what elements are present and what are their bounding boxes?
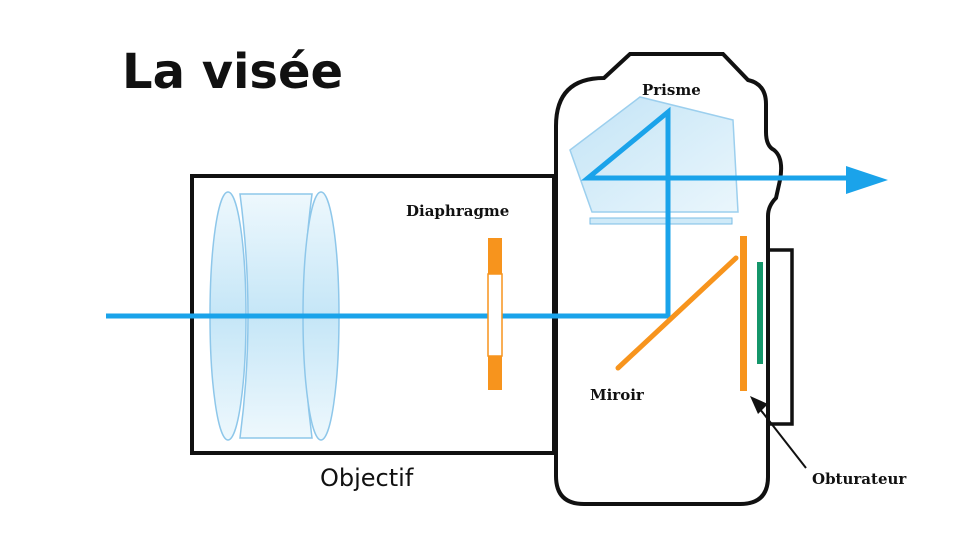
pentaprism [569, 96, 739, 213]
shutter-pointer-arrowhead [750, 396, 768, 414]
focusing-screen [589, 217, 733, 225]
shutter-curtain [740, 236, 747, 391]
film-plane [757, 262, 763, 364]
shutter-pointer-line [755, 403, 807, 469]
light-ray [106, 106, 846, 319]
lens-label: Objectif [320, 464, 414, 492]
ray-path [106, 106, 846, 319]
diaphragm [487, 238, 503, 390]
prism-label: Prisme [642, 81, 701, 99]
diaphragm-blade-bottom [488, 356, 502, 390]
mirror-label: Miroir [590, 386, 645, 404]
film-door [768, 248, 794, 426]
diaphragm-blade-top [488, 238, 502, 274]
shutter-label: Obturateur [812, 470, 907, 488]
diaphragm-label: Diaphragme [406, 202, 509, 220]
diagram-title: La visée [122, 44, 343, 100]
reflex-mirror [615, 255, 739, 371]
diaphragm-aperture [487, 273, 503, 357]
ray-arrowhead [846, 166, 888, 194]
